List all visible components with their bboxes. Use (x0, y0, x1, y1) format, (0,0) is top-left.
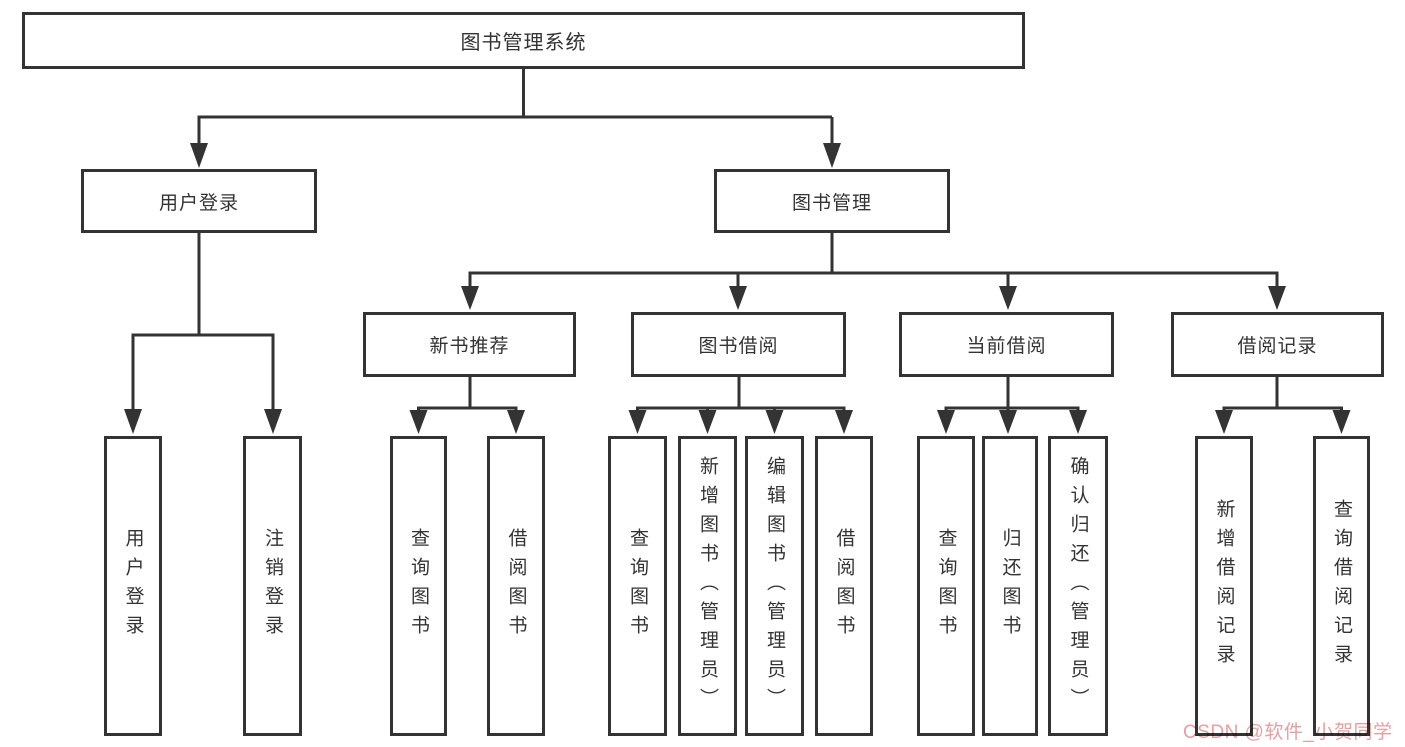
node-book-management: 图书管理 (714, 169, 950, 233)
connector-newbook-to-leaves (409, 377, 525, 434)
leaf-current-return-book: 归还图书 (982, 436, 1038, 736)
leaf-current-query-book: 查询图书 (917, 436, 975, 736)
leaf-current-confirm-return-label: 确认归还（管理员） (1067, 455, 1089, 717)
csdn-watermark: CSDN @软件_小贺同学 (1183, 722, 1393, 743)
leaf-record-query-label: 查询借阅记录 (1331, 499, 1352, 673)
leaf-borrow-query-book-label: 查询图书 (627, 528, 648, 644)
connector-bookborrow-to-leaves (628, 377, 853, 434)
leaf-borrow-edit-book: 编辑图书（管理员） (745, 436, 804, 736)
leaf-recommend-query-book: 查询图书 (390, 436, 447, 736)
node-book-borrow-label: 图书借阅 (698, 336, 779, 357)
node-root: 图书管理系统 (22, 12, 1025, 69)
leaf-current-query-book-label: 查询图书 (935, 528, 957, 644)
leaf-recommend-query-book-label: 查询图书 (408, 528, 429, 644)
node-borrow-record: 借阅记录 (1171, 312, 1384, 377)
leaf-borrow-borrow-book-label: 借阅图书 (833, 528, 855, 644)
leaf-borrow-borrow-book: 借阅图书 (815, 436, 873, 736)
leaf-logout-label: 注销登录 (262, 528, 283, 644)
leaf-current-confirm-return: 确认归还（管理员） (1048, 436, 1108, 736)
node-book-borrow: 图书借阅 (631, 312, 846, 377)
leaf-borrow-add-book: 新增图书（管理员） (678, 436, 737, 736)
leaf-recommend-borrow-book-label: 借阅图书 (505, 528, 527, 644)
leaf-user-login-label: 用户登录 (122, 528, 144, 644)
node-user-login-label: 用户登录 (158, 192, 239, 214)
node-root-label: 图书管理系统 (460, 32, 587, 54)
connector-root-to-level2 (190, 69, 841, 168)
node-new-book-recommend: 新书推荐 (363, 312, 576, 377)
leaf-record-query: 查询借阅记录 (1313, 436, 1370, 736)
leaf-recommend-borrow-book: 借阅图书 (487, 436, 545, 736)
connector-borrowrecord-to-leaves (1215, 377, 1351, 434)
leaf-borrow-edit-book-label: 编辑图书（管理员） (764, 455, 785, 717)
leaf-current-return-book-label: 归还图书 (999, 528, 1021, 644)
connector-bookmgmt-to-level3 (461, 233, 1286, 310)
leaf-record-add: 新增借阅记录 (1195, 436, 1253, 736)
connector-userlogin-to-leaves (124, 233, 282, 434)
node-user-login: 用户登录 (81, 169, 317, 233)
leaf-record-add-label: 新增借阅记录 (1213, 499, 1235, 673)
node-new-book-recommend-label: 新书推荐 (429, 336, 510, 357)
leaf-logout: 注销登录 (243, 436, 302, 736)
node-borrow-record-label: 借阅记录 (1237, 336, 1318, 357)
node-current-borrow: 当前借阅 (899, 312, 1114, 377)
leaf-user-login: 用户登录 (104, 436, 162, 736)
connector-currentborrow-to-leaves (937, 377, 1087, 434)
node-current-borrow-label: 当前借阅 (966, 336, 1047, 357)
leaf-borrow-query-book: 查询图书 (608, 436, 667, 736)
node-book-management-label: 图书管理 (791, 192, 872, 214)
leaf-borrow-add-book-label: 新增图书（管理员） (697, 455, 718, 717)
